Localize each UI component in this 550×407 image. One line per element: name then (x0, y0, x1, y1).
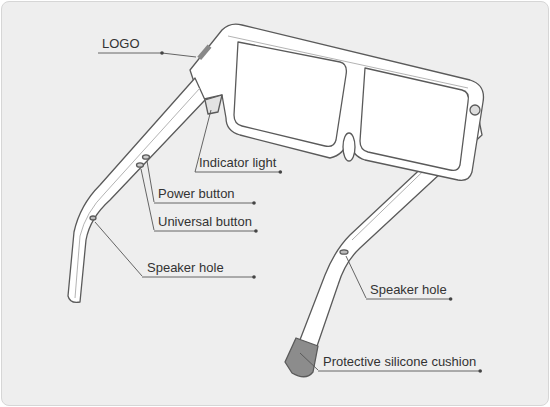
power-button (143, 155, 150, 159)
front-frame (190, 24, 483, 180)
underline-dot (252, 201, 256, 205)
speaker-hole (340, 250, 348, 254)
label-underline (154, 203, 254, 204)
part-label: LOGO (102, 36, 140, 51)
label-underline (98, 53, 162, 54)
right-lens (360, 68, 468, 170)
label-underline (318, 371, 480, 372)
underline-dot (449, 297, 453, 301)
part-label: Power button (158, 186, 235, 201)
sensor (470, 105, 480, 115)
nose-pad (343, 133, 355, 161)
label-underline (366, 299, 451, 300)
speaker-hole (90, 216, 96, 220)
part-label: Speaker hole (147, 260, 224, 275)
underline-dot (254, 229, 258, 233)
part-label: Indicator light (199, 155, 276, 170)
part-label: Speaker hole (370, 282, 447, 297)
underline-dot (252, 275, 256, 279)
silicone-cushion (285, 338, 318, 377)
logo-mark (197, 45, 211, 60)
leader-lines (95, 53, 366, 370)
underline-dot (160, 51, 164, 55)
label-underline (195, 172, 280, 173)
underline-dot (279, 170, 283, 174)
part-label: Protective silicone cushion (323, 354, 476, 369)
underline-dot (478, 369, 482, 373)
label-underline (154, 231, 256, 232)
part-label: Universal button (158, 214, 252, 229)
hinge (205, 95, 222, 114)
label-underline (142, 277, 254, 278)
universal-button (137, 163, 144, 167)
